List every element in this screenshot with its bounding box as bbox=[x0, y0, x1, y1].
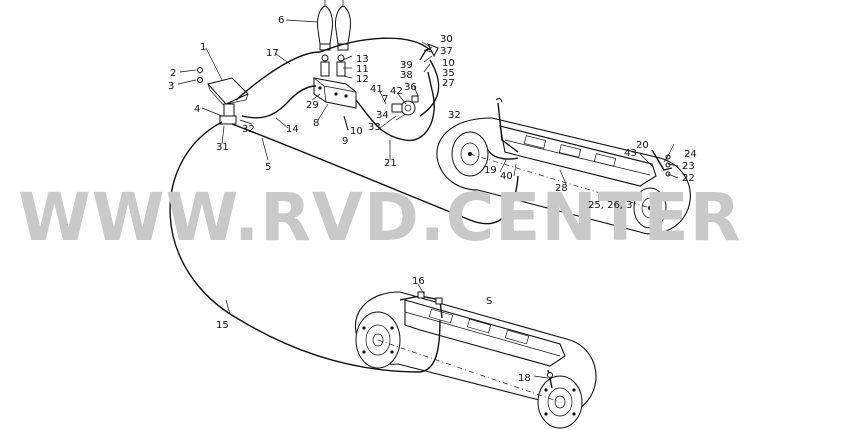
watermark-text: WWW.RVD.CENTER bbox=[18, 179, 742, 256]
label-20: 20 bbox=[636, 140, 649, 151]
label-17: 17 bbox=[266, 48, 279, 59]
label-22: 22 bbox=[682, 173, 695, 184]
label-24: 24 bbox=[684, 149, 697, 160]
label-6: 6 bbox=[278, 15, 284, 26]
label-34: 34 bbox=[376, 110, 389, 121]
label-23: 23 bbox=[682, 161, 695, 172]
label-4: 4 bbox=[194, 104, 200, 115]
label-15: 15 bbox=[216, 320, 229, 331]
label-38: 38 bbox=[400, 70, 413, 81]
label-29: 29 bbox=[306, 100, 319, 111]
upper-track-assembly bbox=[436, 97, 691, 235]
label-7: 7 bbox=[382, 94, 388, 105]
label-5: 5 bbox=[265, 162, 271, 173]
hose-lines bbox=[169, 37, 519, 373]
label-s: S bbox=[486, 296, 492, 307]
label-12: 12 bbox=[356, 74, 369, 85]
label-10a: 10 bbox=[350, 126, 363, 137]
label-19: 19 bbox=[484, 165, 497, 176]
label-21: 21 bbox=[384, 158, 397, 169]
label-28: 28 bbox=[555, 183, 568, 194]
label-33: 33 bbox=[368, 122, 381, 133]
valve-block-group bbox=[313, 0, 357, 109]
label-9: 9 bbox=[342, 136, 348, 147]
label-36: 36 bbox=[404, 82, 417, 93]
label-11: 11 bbox=[356, 64, 369, 75]
label-2: 2 bbox=[170, 68, 176, 79]
label-3: 3 bbox=[168, 81, 174, 92]
label-32b: 32 bbox=[448, 110, 461, 121]
secondary-valve bbox=[391, 43, 439, 116]
label-37: 37 bbox=[440, 46, 453, 57]
label-13: 13 bbox=[356, 54, 369, 65]
label-39: 39 bbox=[400, 60, 413, 71]
label-27: 27 bbox=[442, 78, 455, 89]
label-16: 16 bbox=[412, 276, 425, 287]
label-30: 30 bbox=[440, 34, 453, 45]
lower-track-assembly bbox=[354, 291, 597, 429]
label-40: 40 bbox=[500, 171, 513, 182]
label-41: 41 bbox=[370, 84, 383, 95]
label-25: 25, 26, 3 bbox=[588, 200, 633, 211]
label-14: 14 bbox=[286, 124, 299, 135]
label-1: 1 bbox=[200, 42, 206, 53]
label-31: 31 bbox=[216, 142, 229, 153]
part-labels: 1 2 3 4 5 6 7 8 9 10 10 11 12 13 14 15 1… bbox=[168, 15, 697, 384]
label-42: 42 bbox=[390, 86, 403, 97]
label-32a: 32 bbox=[242, 124, 255, 135]
leader-lines bbox=[177, 19, 679, 379]
label-8: 8 bbox=[313, 118, 319, 129]
label-10b: 10 bbox=[442, 58, 455, 69]
label-18: 18 bbox=[518, 373, 531, 384]
label-35: 35 bbox=[442, 68, 455, 79]
label-43: 43 bbox=[624, 148, 637, 159]
